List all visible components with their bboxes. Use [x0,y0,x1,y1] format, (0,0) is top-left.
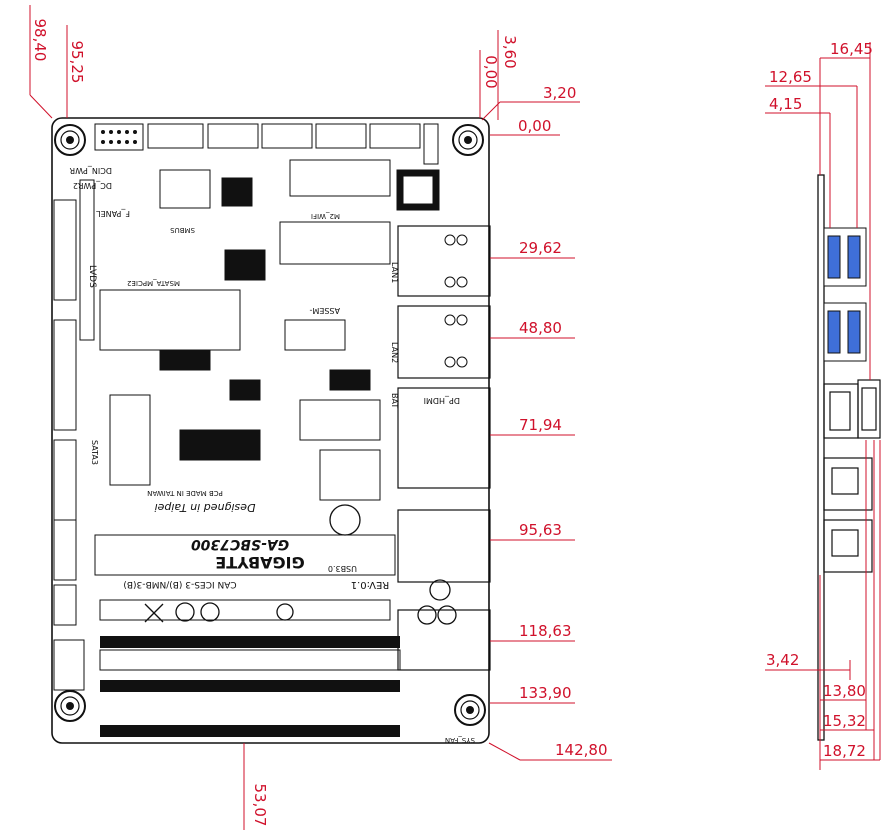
mounting-hole-top-left [54,124,86,156]
dim-side-bottom-2: 13,80 [823,682,866,700]
display-ports [823,379,881,439]
sodimm-slots [99,599,401,737]
label-dc-pwr2: DC_PWR2 [73,181,112,190]
cert-marks [144,602,294,623]
label-lvds: LVDS [87,265,97,288]
dim-right-3: 71,94 [519,416,562,434]
dim-side-top-2: 12,65 [769,68,812,86]
label-lan1: LAN1 [390,262,399,283]
rear-io-ports [397,225,491,671]
board-components [99,159,440,501]
top-headers [94,123,439,165]
dim-side-bottom-3: 15,32 [823,712,866,730]
label-asse: ASSEM- [309,306,340,315]
rj45-ports [823,457,873,573]
board-model: GA-SBC7300 [191,536,289,552]
label-smbus: SMBUS [170,226,195,234]
label-sys-fan: SYS_FAN [445,736,475,744]
lan-port-circles [444,234,468,368]
side-dimensions [765,42,881,770]
header-pins [101,130,137,144]
board-cert-line: CAN ICES-3 (B)/NMB-3(B) [123,579,236,589]
dim-right-4: 95,63 [519,521,562,539]
label-lan2: LAN2 [390,342,399,363]
dim-top-right-b: 0,00 [482,55,500,88]
board-slogan: Designed in Taipei [155,501,256,514]
usb-port-stack-2 [823,302,867,362]
dim-top-right-d: 0,00 [518,117,551,135]
board-brand: GIGABYTE [215,553,304,572]
mounting-hole-top-right [452,124,484,156]
board-dimension-labels: 98,40 95,25 3,60 0,00 3,20 0,00 29,62 48… [31,19,608,827]
side-dimension-labels: 16,45 12,65 4,15 3,42 13,80 15,32 18,72 [766,40,873,760]
mounting-hole-bottom-left [54,690,86,722]
board-revision: REV:0.1 [351,579,390,590]
label-usb30: USB3.0 [328,564,357,573]
label-f-panel: F_PANEL [96,209,130,218]
lvds-connector [79,179,95,341]
dim-top-left-inner: 95,25 [68,41,86,84]
dim-right-7: 142,80 [555,741,608,759]
dim-side-bottom-4: 18,72 [823,742,866,760]
label-m2-wifi: M2_WIFI [311,212,340,220]
label-msata: MSATA_MPCIE2 [127,279,180,287]
dim-top-right-c: 3,20 [543,84,576,102]
label-dp-hdmi: DP_HDMI [424,396,460,405]
label-bat: BAT [390,393,399,408]
dim-right-2: 48,80 [519,319,562,337]
left-edge-connectors [53,199,85,691]
label-dcin-pwr: DCIN_PWR [69,166,112,175]
board-side-view [817,174,881,741]
dim-side-top-1: 16,45 [830,40,873,58]
dim-right-6: 133,90 [519,684,572,702]
board-top-view: GIGABYTE GA-SBC7300 Designed in Taipei P… [51,117,491,744]
dim-top-right-a: 3,60 [501,35,519,68]
dim-side-top-3: 4,15 [769,95,802,113]
board-made-in: PCB MADE IN TAIWAN [147,489,223,497]
dim-bottom: 53,07 [251,784,269,827]
dim-side-bottom-1: 3,42 [766,651,799,669]
dim-top-left-outer: 98,40 [31,19,49,62]
usb-port-stack-1 [823,227,867,287]
dim-right-1: 29,62 [519,239,562,257]
dim-right-5: 118,63 [519,622,572,640]
label-sata3: SATA3 [90,440,99,465]
board-dimensions [29,5,612,830]
mounting-hole-bottom-right [454,694,486,726]
